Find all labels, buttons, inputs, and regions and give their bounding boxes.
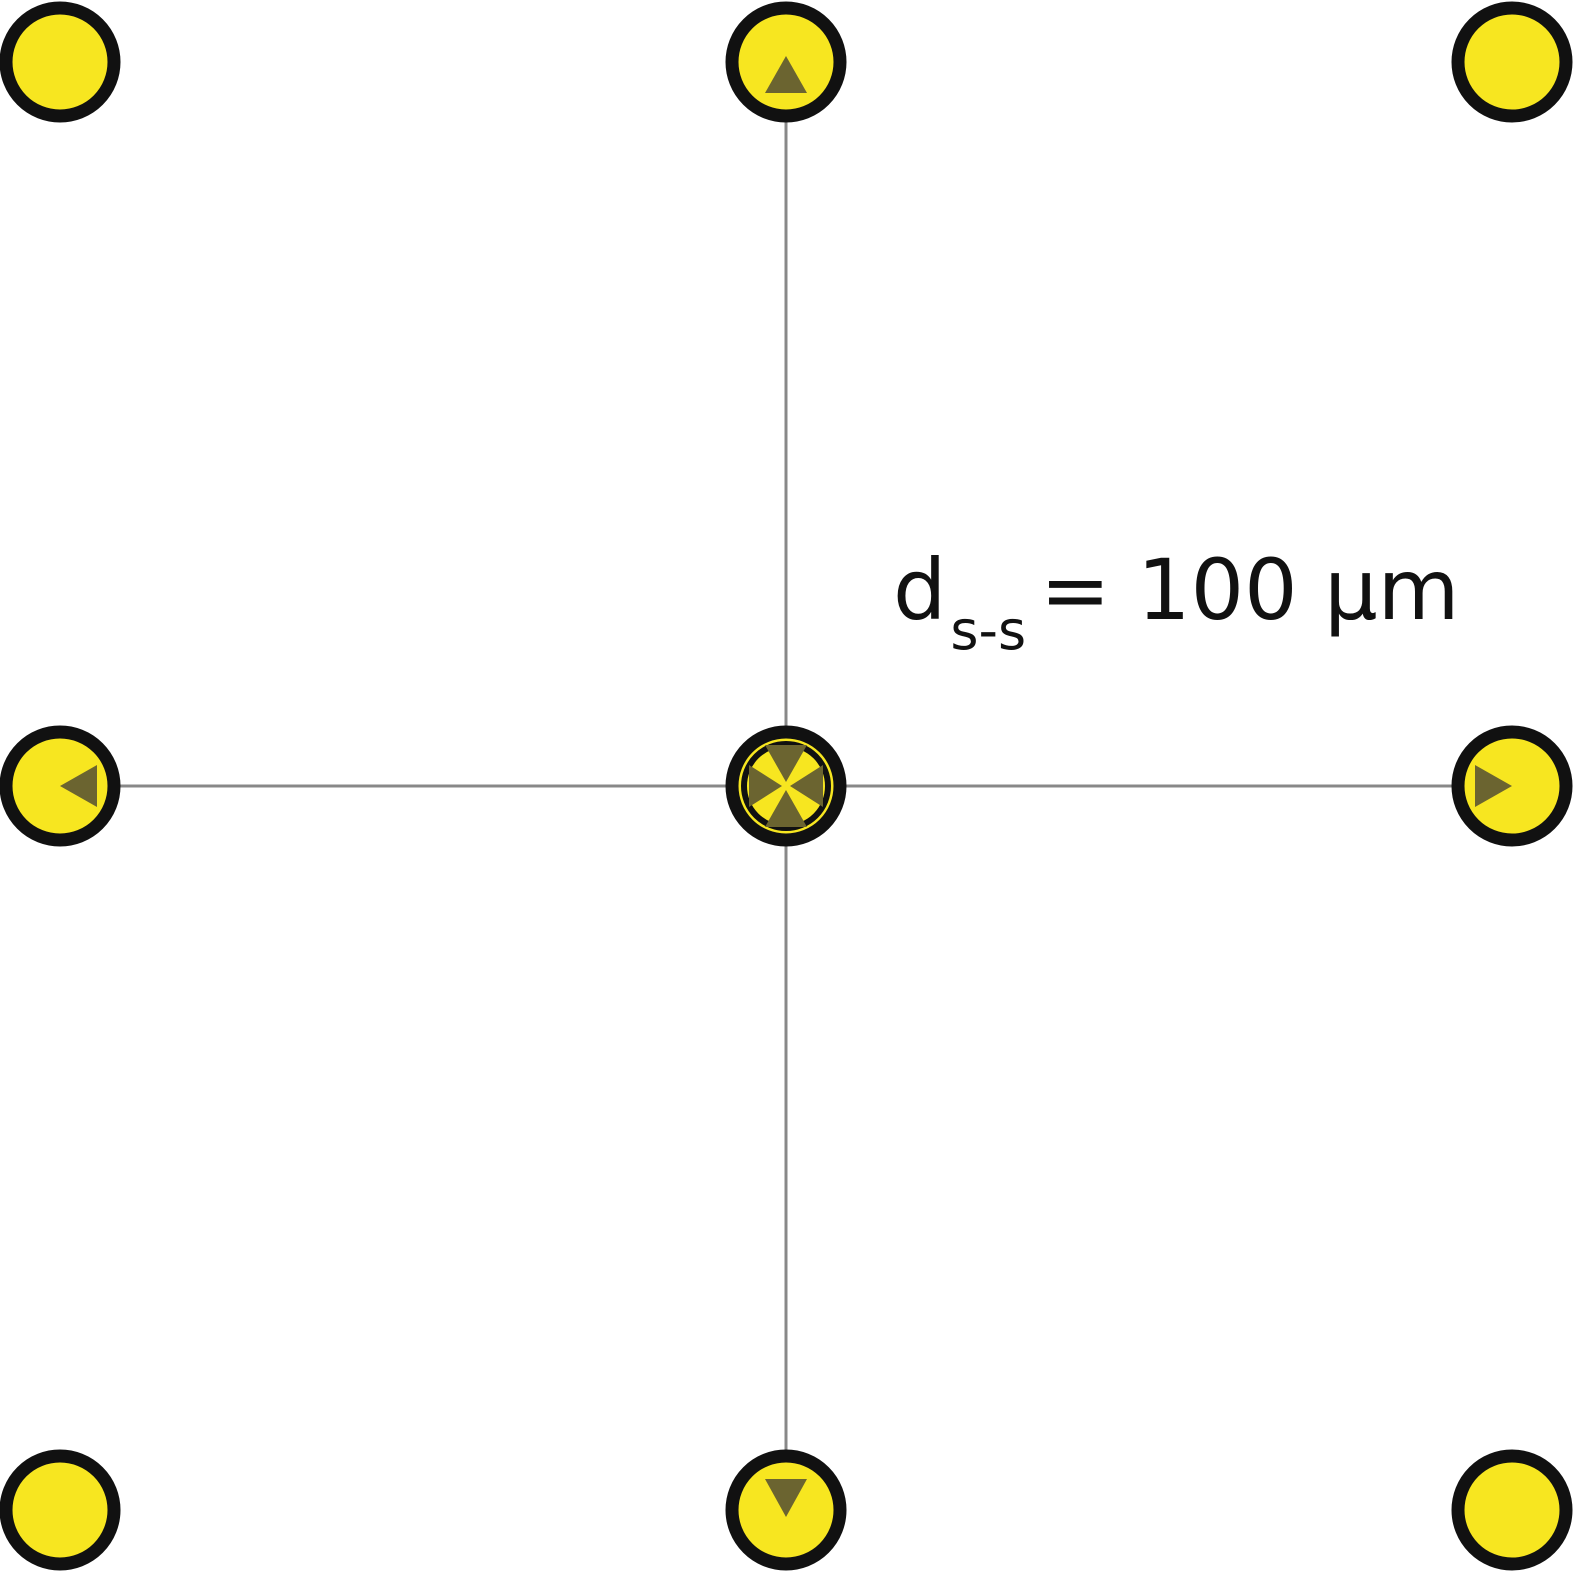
arrow-right-icon (1475, 765, 1512, 807)
dot-top-right (1451, 1, 1573, 123)
spacing-label: ds-s= 100 µm (893, 548, 1459, 658)
center-arrow-left-icon (790, 765, 823, 807)
arrow-left-icon (60, 765, 97, 807)
arrow-up-icon (765, 56, 807, 93)
center-dot-inner-ring (741, 741, 831, 831)
dot-bottom-right (1451, 1449, 1573, 1571)
arrow-down-icon (765, 1479, 807, 1517)
spacing-symbol: d (893, 541, 947, 639)
direction-arrows (60, 56, 1512, 1517)
dot-middle-center (725, 725, 847, 847)
center-arrow-up-icon (765, 790, 807, 827)
dot-bottom-left (0, 1449, 121, 1571)
dot-top-left (0, 1, 121, 123)
spacing-subscript: s-s (950, 599, 1027, 662)
center-arrow-right-icon (749, 765, 782, 807)
spacing-value: = 100 µm (1040, 541, 1460, 639)
center-arrow-down-icon (765, 745, 807, 782)
